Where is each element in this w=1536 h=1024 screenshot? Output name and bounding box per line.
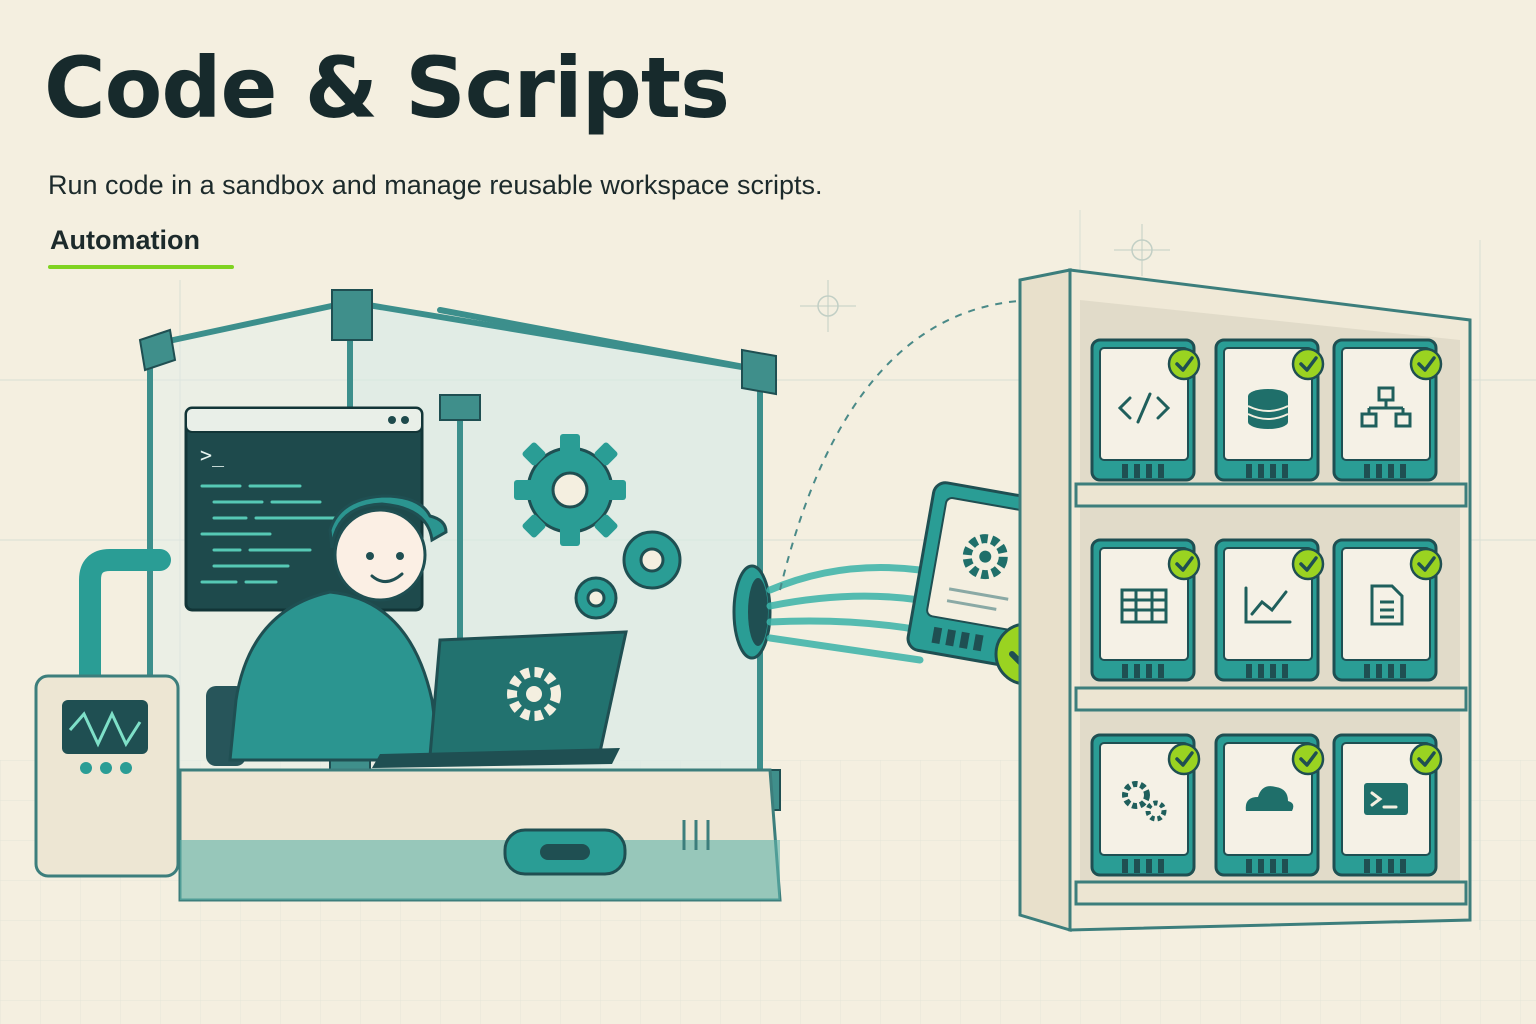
code-icon — [1117, 392, 1171, 424]
checkmark-badge-icon — [1291, 547, 1325, 581]
script-card — [1214, 733, 1325, 877]
line-chart-icon — [1244, 586, 1292, 624]
checkmark-badge-icon — [1291, 742, 1325, 776]
script-card — [1332, 733, 1443, 877]
shelf-cards — [1090, 338, 1443, 877]
checkmark-badge-icon — [1167, 547, 1201, 581]
checkmark-badge-icon — [1409, 547, 1443, 581]
script-card — [1214, 538, 1325, 682]
checkmark-badge-icon — [1167, 742, 1201, 776]
script-card — [1332, 338, 1443, 482]
database-icon — [1247, 389, 1289, 429]
script-card — [1090, 338, 1201, 482]
script-card — [1332, 538, 1443, 682]
cloud-icon — [1245, 786, 1294, 811]
terminal-prompt: >_ — [200, 443, 225, 467]
gears-icon — [514, 434, 682, 620]
checkmark-badge-icon — [1409, 742, 1443, 776]
script-card — [1090, 733, 1201, 877]
side-machine — [34, 549, 180, 878]
tag-underline — [48, 265, 234, 269]
checkmark-badge-icon — [1167, 347, 1201, 381]
checkmark-badge-icon — [1291, 347, 1325, 381]
document-icon — [1370, 584, 1404, 626]
script-card — [1090, 538, 1201, 682]
developer-person — [206, 494, 448, 766]
checkmark-badge-icon — [1409, 347, 1443, 381]
booth-base — [178, 768, 782, 902]
terminal-icon — [1364, 783, 1408, 815]
laptop — [372, 630, 628, 768]
page-title: Code & Scripts — [44, 39, 730, 137]
table-icon — [1120, 588, 1168, 624]
sandbox-booth: >_ — [34, 289, 782, 902]
data-stream — [732, 299, 1041, 664]
page-subtitle: Run code in a sandbox and manage reusabl… — [48, 170, 823, 200]
gears-icon — [1122, 781, 1167, 822]
category-tag: Automation — [50, 225, 200, 255]
script-card — [1214, 338, 1325, 482]
script-card-floating — [906, 481, 1058, 670]
flowchart-icon — [1360, 386, 1412, 428]
